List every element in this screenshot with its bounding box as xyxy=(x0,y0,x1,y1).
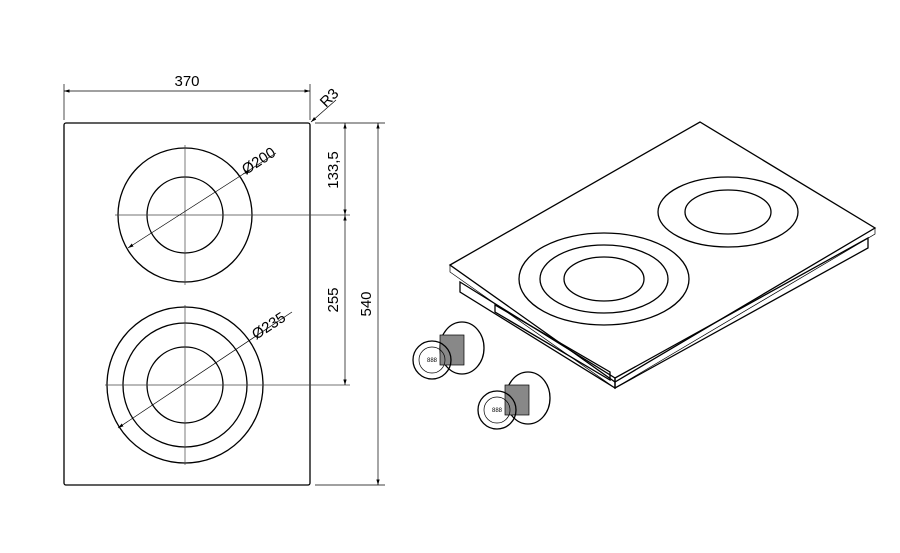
width-label: 370 xyxy=(174,73,199,90)
bottom-cooking-zone xyxy=(105,305,350,465)
knob-display: 888 xyxy=(492,408,503,414)
top-offset-label: 133,5 xyxy=(325,151,342,189)
top-zone-diameter-label: Ø200 xyxy=(239,144,279,178)
zone-spacing-label: 255 xyxy=(325,287,342,312)
perspective-view xyxy=(448,121,877,390)
depth-label: 540 xyxy=(358,291,375,316)
control-knob[interactable]: 888 xyxy=(477,371,551,430)
glass-top xyxy=(448,121,877,383)
corner-radius-label: R3 xyxy=(317,85,343,111)
top-cooking-zone xyxy=(115,145,350,285)
control-knob[interactable]: 888 xyxy=(412,321,485,380)
bottom-zone-diameter-label: Ø235 xyxy=(249,309,289,343)
cooktop-outline xyxy=(63,122,311,486)
knob-display: 888 xyxy=(427,358,438,364)
plan-view: 370 R3 133,5 255 540 Ø200 Ø235 xyxy=(63,73,385,486)
